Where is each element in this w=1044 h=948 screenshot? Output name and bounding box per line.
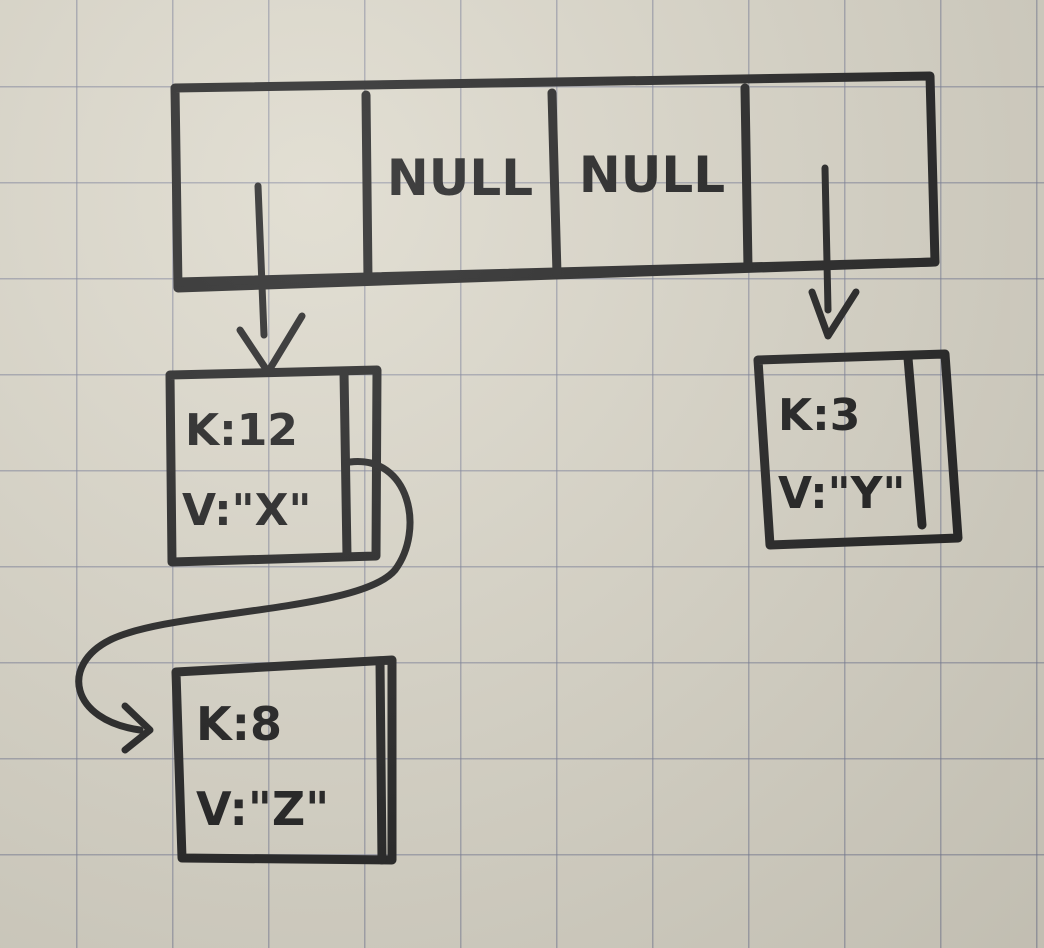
- hash-table-array: [170, 71, 940, 293]
- node-12-outline: [165, 365, 382, 567]
- node-key-8: [171, 655, 397, 865]
- node-3-key: K:3: [778, 390, 860, 441]
- node-8-next-field-divider: [375, 657, 387, 865]
- node-12-next-field-divider: [339, 367, 352, 561]
- slot-1-label: NULL: [387, 149, 533, 207]
- node-8-key: K:8: [196, 697, 282, 751]
- slot-divider-3: [740, 83, 753, 273]
- slot-divider-1: [361, 90, 373, 285]
- node-12-key: K:12: [185, 405, 298, 456]
- node-12-value: V:"X": [182, 485, 311, 536]
- node-key-12: [165, 365, 382, 567]
- slot-divider-2: [547, 88, 562, 279]
- node-8-value: V:"Z": [196, 782, 329, 836]
- slot-2-label: NULL: [579, 146, 725, 204]
- node-3-next-field-divider: [903, 353, 927, 530]
- node-3-outline: [753, 349, 963, 550]
- node-3-value: V:"Y": [778, 468, 905, 519]
- slot-3-pointer-arrow: [808, 164, 860, 340]
- node-8-outline: [171, 655, 397, 865]
- node-key-3: [753, 349, 963, 550]
- node-12-next-pointer-arrow: [75, 458, 414, 754]
